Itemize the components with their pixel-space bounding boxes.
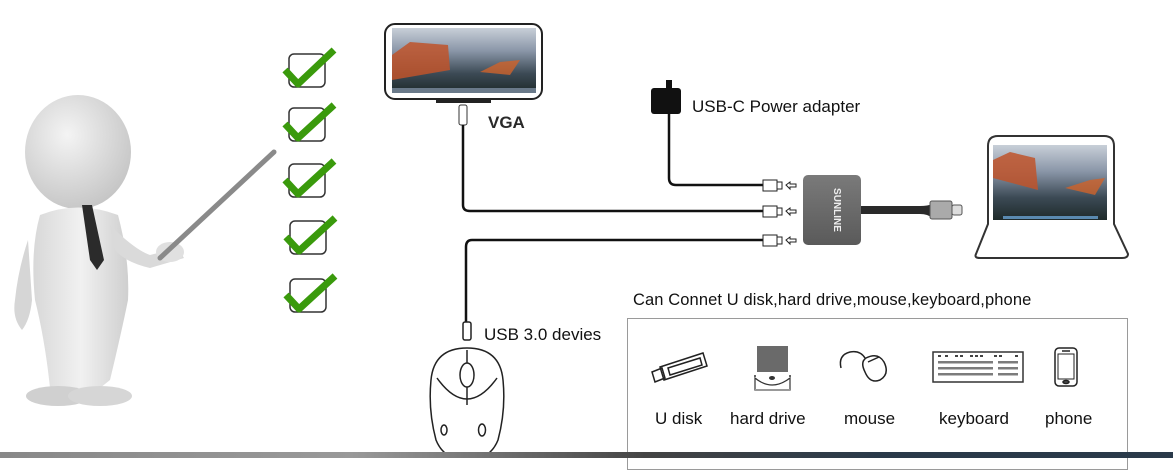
usb-mouse	[429, 321, 505, 458]
necktie	[82, 205, 104, 270]
vga-plug	[458, 104, 468, 126]
presenter-figure	[14, 95, 277, 406]
diagram-canvas: SUNLINE	[14, 23, 1130, 458]
figure-head	[25, 95, 131, 209]
checkbox-icon	[282, 102, 337, 142]
device-label-keyboard: keyboard	[939, 409, 1009, 428]
checkbox-icon	[283, 215, 338, 255]
hub-brand-logo: SUNLINE	[831, 188, 842, 232]
usb-c-hub: SUNLINE	[803, 175, 963, 245]
devices-caption: Can Connet U disk,hard drive,mouse,keybo…	[633, 291, 1032, 309]
hub-body	[803, 175, 861, 245]
power-adapter	[651, 80, 681, 114]
cables	[461, 114, 763, 322]
power-adapter-label: USB-C Power adapter	[692, 97, 861, 116]
usb-cable	[464, 238, 763, 322]
vga-cable	[461, 125, 763, 213]
power-adapter-icon	[651, 88, 681, 114]
compatible-devices-box	[627, 318, 1128, 470]
checkbox-icon	[282, 158, 337, 198]
checkbox-icon	[283, 273, 338, 313]
usb-devices-label: USB 3.0 devies	[484, 325, 602, 344]
usb-c-plug	[929, 200, 953, 220]
monitor-stand	[436, 99, 491, 103]
power-cable	[667, 114, 763, 187]
checkbox-icon	[282, 47, 337, 88]
vga-label: VGA	[488, 113, 525, 132]
port-connectors	[762, 179, 797, 247]
bottom-edge-strip	[0, 452, 1173, 458]
vga-monitor	[384, 23, 543, 126]
figure-right-foot	[68, 386, 132, 406]
hub-cable	[861, 204, 932, 218]
figure-body	[33, 207, 129, 395]
device-label-mouse: mouse	[844, 409, 896, 428]
pointer-stick	[157, 149, 277, 261]
laptop	[974, 135, 1130, 259]
checklist	[282, 47, 338, 313]
device-label-phone: phone	[1045, 409, 1093, 428]
device-label-u-disk: U disk	[655, 409, 703, 428]
usb-plug	[462, 321, 472, 341]
device-label-hard-drive: hard drive	[730, 409, 806, 428]
figure-left-arm	[14, 240, 32, 330]
